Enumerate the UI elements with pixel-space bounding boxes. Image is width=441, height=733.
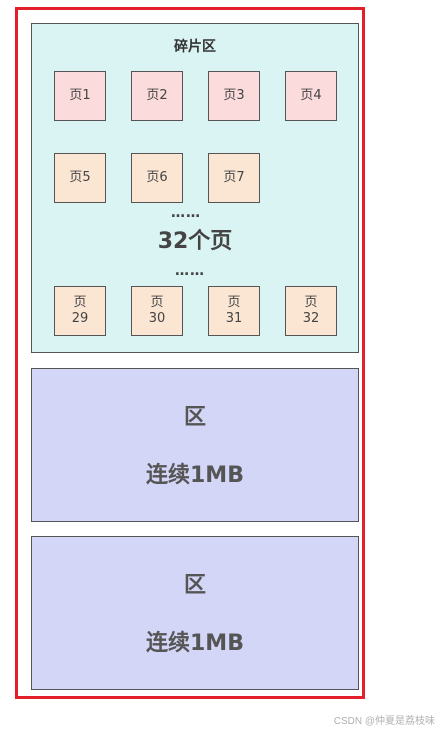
page-count-label: 32个页: [157, 229, 233, 254]
extent-title: 区: [183, 573, 206, 598]
segment-frame: [15, 7, 365, 699]
fragment-zone-title: 碎片区: [174, 39, 216, 55]
page-box: 页5: [54, 153, 106, 203]
page-box: 页 30: [131, 286, 183, 336]
page-box: 页 31: [208, 286, 260, 336]
page-box: 页3: [208, 71, 260, 121]
page-box: 页1: [54, 71, 106, 121]
ellipsis-bottom: ……: [175, 263, 205, 279]
page-box: 页 32: [285, 286, 337, 336]
watermark: CSDN @仲夏是荔枝味: [333, 716, 435, 727]
fragment-zone: 碎片区 页1 页2 页3 页4 页5 页6 页7 …… 32个页 …… 页 29…: [31, 23, 359, 353]
page-box: 页6: [131, 153, 183, 203]
page-box: 页7: [208, 153, 260, 203]
extent-box: 区 连续1MB: [31, 536, 359, 690]
extent-size-label: 连续1MB: [146, 631, 244, 656]
extent-size-label: 连续1MB: [146, 463, 244, 488]
extent-title: 区: [183, 405, 206, 430]
page-box: 页4: [285, 71, 337, 121]
page-box: 页2: [131, 71, 183, 121]
extent-box: 区 连续1MB: [31, 368, 359, 522]
page-box: 页 29: [54, 286, 106, 336]
ellipsis-top: ……: [171, 205, 201, 221]
